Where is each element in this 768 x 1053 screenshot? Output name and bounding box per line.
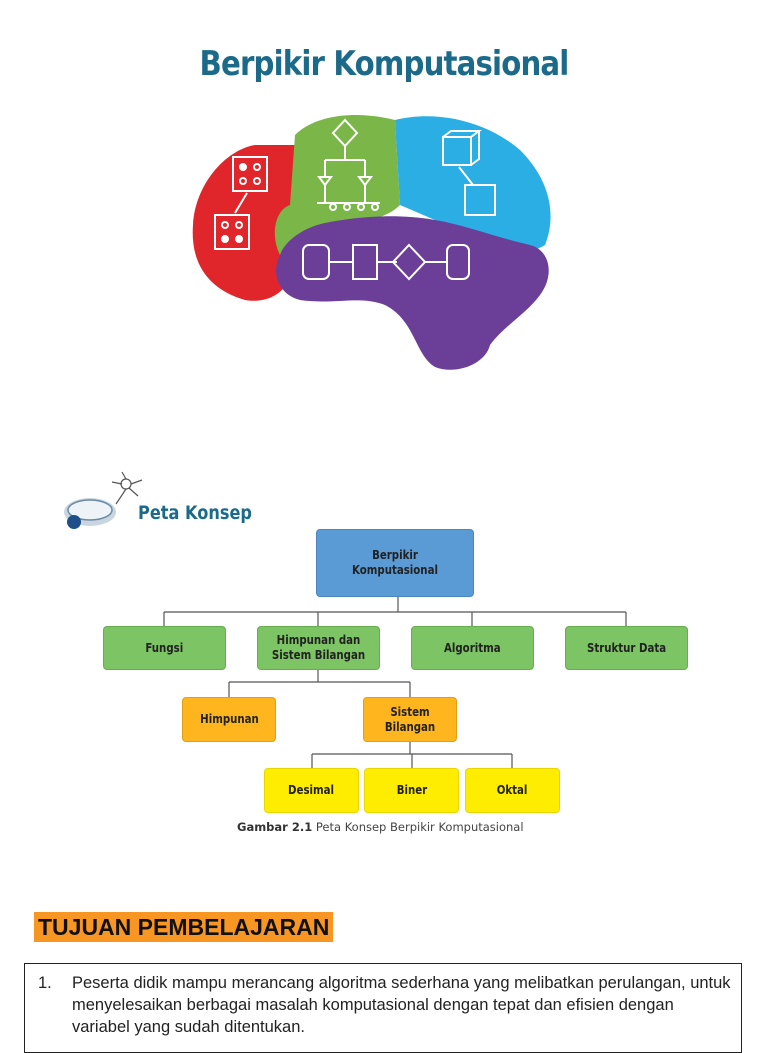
- concept-struktur-data: Struktur Data: [565, 626, 688, 670]
- concept-root-label: Berpikir Komputasional: [352, 548, 438, 577]
- brain-illustration: [192, 115, 551, 370]
- concept-sistem-bilangan-label: Sistem Bilangan: [384, 704, 436, 734]
- concept-oktal: Oktal: [465, 768, 560, 813]
- caption-text: Peta Konsep Berpikir Komputasional: [315, 820, 524, 834]
- figure-caption: Gambar 2.1 Peta Konsep Berpikir Komputas…: [237, 820, 524, 834]
- concept-himpunan-sistem: Himpunan dan Sistem Bilangan: [257, 626, 380, 670]
- tujuan-heading: TUJUAN PEMBELAJARAN: [34, 912, 334, 942]
- concept-oktal-label: Oktal: [497, 783, 528, 797]
- concept-biner: Biner: [364, 768, 459, 813]
- concept-biner-label: Biner: [396, 783, 427, 797]
- concept-desimal-label: Desimal: [288, 783, 335, 797]
- caption-label: Gambar 2.1: [237, 820, 313, 834]
- concept-fungsi-label: Fungsi: [145, 640, 184, 655]
- concept-algoritma-label: Algoritma: [444, 640, 501, 655]
- concept-himpunan-sistem-label: Himpunan dan Sistem Bilangan: [271, 633, 366, 662]
- concept-fungsi: Fungsi: [103, 626, 226, 670]
- list-item-number: 1.: [38, 974, 52, 992]
- list-item-text: Peserta didik mampu merancang algoritma …: [72, 974, 731, 1036]
- peta-konsep-title: Peta Konsep: [138, 502, 252, 524]
- concept-desimal: Desimal: [264, 768, 359, 813]
- concept-algoritma: Algoritma: [411, 626, 534, 670]
- peta-konsep-logo-icon: [64, 471, 143, 529]
- concept-root: Berpikir Komputasional: [316, 529, 474, 597]
- concept-sistem-bilangan: Sistem Bilangan: [363, 697, 457, 742]
- concept-struktur-data-label: Struktur Data: [586, 640, 667, 655]
- concept-himpunan: Himpunan: [182, 697, 276, 742]
- concept-himpunan-label: Himpunan: [199, 712, 259, 726]
- page-title: Berpikir Komputasional: [199, 44, 570, 84]
